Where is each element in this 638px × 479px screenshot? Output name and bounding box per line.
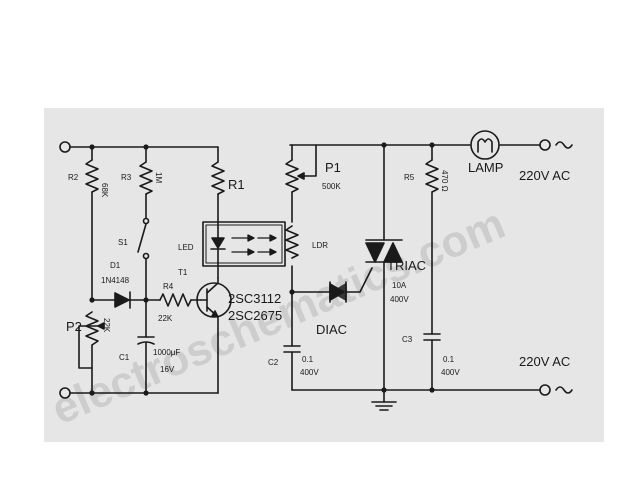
label-t1: T1	[178, 268, 188, 277]
schematic-paper	[44, 108, 604, 442]
label-r3-value: 1M	[154, 172, 163, 183]
label-transistor1: 2SC3112	[228, 291, 281, 306]
resistor-r4	[159, 293, 202, 307]
switch-s1[interactable]	[137, 217, 150, 301]
label-transistor2: 2SC2675	[228, 308, 282, 323]
label-led: LED	[178, 243, 194, 252]
optocoupler-box	[202, 221, 286, 267]
top-rail	[69, 144, 541, 148]
label-d1: D1	[110, 261, 121, 270]
bottom-rail	[69, 389, 541, 394]
label-triac-value1: 10A	[392, 281, 407, 290]
label-p2-value: 22K	[102, 318, 111, 333]
label-triac: TRIAC	[387, 258, 426, 273]
ldr	[285, 225, 299, 293]
terminal-top-left	[59, 141, 71, 153]
potentiometer-p2	[78, 311, 105, 394]
led	[210, 227, 226, 279]
capacitor-c2	[283, 291, 301, 391]
resistor-r1	[211, 146, 225, 229]
junction-dots	[89, 142, 435, 396]
label-c1: C1	[119, 353, 130, 362]
transistor-t1	[147, 277, 232, 394]
triac	[365, 144, 403, 391]
label-r5: R5	[404, 173, 415, 182]
light-arrows-icon	[231, 234, 277, 256]
label-r1: R1	[228, 177, 245, 192]
label-p1-value: 500K	[322, 182, 341, 191]
ac-tilde-bottom-icon	[555, 386, 573, 394]
label-r4-value: 22K	[158, 314, 173, 323]
label-triac-value2: 400V	[390, 295, 409, 304]
label-d1-value: 1N4148	[101, 276, 130, 285]
label-r2: R2	[68, 173, 79, 182]
label-r5-value: 470 Ω	[440, 170, 449, 192]
label-r4: R4	[163, 282, 174, 291]
label-p1: P1	[325, 160, 341, 175]
resistor-r3	[139, 146, 153, 219]
label-lamp: LAMP	[468, 160, 503, 175]
label-c1-value1: 1000μF	[153, 348, 180, 357]
diode-d1	[91, 291, 161, 309]
label-c2-value1: 0.1	[302, 355, 314, 364]
label-c3-value2: 400V	[441, 368, 460, 377]
lamp-icon	[470, 130, 500, 160]
resistor-r2	[85, 146, 99, 301]
diac	[291, 267, 373, 303]
label-ldr: LDR	[312, 241, 328, 250]
label-c3-value1: 0.1	[443, 355, 455, 364]
label-ac-bottom: 220V AC	[519, 354, 570, 369]
potentiometer-p1	[285, 144, 317, 223]
terminal-bottom-right	[539, 384, 551, 396]
label-r2-value: 68K	[100, 183, 109, 198]
label-c3: C3	[402, 335, 413, 344]
capacitor-c3	[423, 333, 441, 391]
ac-tilde-top-icon	[555, 141, 573, 149]
capacitor-c1	[137, 299, 155, 394]
label-diac: DIAC	[316, 322, 347, 337]
terminal-bottom-left	[59, 387, 71, 399]
label-ac-top: 220V AC	[519, 168, 570, 183]
label-s1: S1	[118, 238, 128, 247]
label-p2: P2	[66, 319, 82, 334]
label-c2: C2	[268, 358, 279, 367]
terminal-top-right	[539, 139, 551, 151]
label-c2-value2: 400V	[300, 368, 319, 377]
label-c1-value2: 16V	[160, 365, 175, 374]
label-r3: R3	[121, 173, 132, 182]
ground-icon	[371, 389, 397, 411]
